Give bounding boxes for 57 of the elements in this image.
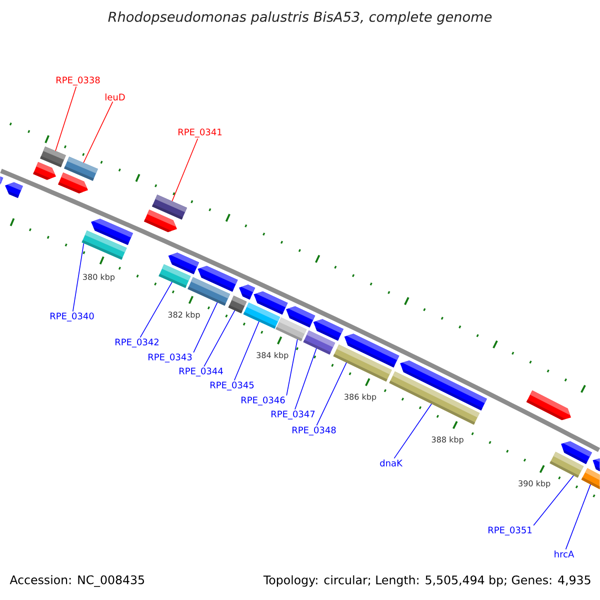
leader-line [55, 86, 77, 152]
leader-line [533, 475, 574, 526]
gene-label: RPE_0341 [178, 128, 222, 138]
gene-box [40, 146, 66, 168]
tick-label: 380 kbp [83, 274, 115, 282]
leader-line [394, 403, 432, 459]
gene-bar [198, 266, 238, 292]
gene-bar [592, 458, 600, 472]
leader-line [172, 138, 198, 202]
title: Rhodopseudomonas palustris BisA53, complete genome [108, 11, 492, 25]
gene-label: RPE_0348 [292, 426, 336, 436]
gene-bar [400, 360, 487, 410]
gene-label: RPE_0340 [50, 312, 94, 322]
footer-text: Topology: circular; Length: 5,505,494 bp; Genes: 4,935 [263, 575, 590, 587]
gene-label: dnaK [380, 460, 403, 466]
gene-bar [239, 284, 256, 300]
gene-bar [33, 162, 56, 180]
gene-box [152, 194, 188, 220]
gene-bar [5, 182, 23, 198]
leader-line [72, 242, 84, 312]
gene-bar [526, 390, 572, 420]
gene-bar [0, 176, 4, 185]
leader-line [204, 310, 236, 367]
gene-label: RPE_0344 [180, 368, 223, 376]
tick-label: 384 kbp [256, 352, 288, 360]
gene-label: RPE_0345 [210, 382, 254, 390]
gene-label: RPE_0342 [116, 338, 158, 348]
gene-bar [91, 218, 133, 245]
gene-label: RPE_0338 [56, 76, 100, 86]
leader-line [316, 362, 347, 426]
gene-box [64, 156, 98, 181]
gene-box [581, 468, 600, 490]
gene-bar [168, 252, 200, 274]
gene-label: hrcA [554, 550, 574, 558]
gene-bar [286, 306, 316, 328]
leader-line [286, 338, 298, 396]
gene-bar [344, 334, 400, 368]
tick-label: 390 kbp [518, 480, 550, 488]
gene-bar [254, 291, 288, 315]
leader-line [83, 101, 114, 164]
tick-label: 382 kbp [168, 312, 200, 320]
gene-box [228, 296, 247, 314]
tick-label: 386 kbp [344, 394, 376, 402]
leader-line [565, 484, 591, 550]
gene-bar [313, 319, 344, 341]
gene-label: RPE_0347 [272, 410, 315, 420]
gene-label: RPE_0343 [148, 354, 192, 362]
gene-label: leuD [106, 94, 125, 100]
gene-bar [561, 441, 592, 464]
leader-line [193, 302, 218, 353]
gene-label: RPE_0346 [242, 396, 285, 406]
gene-label: RPE_0351 [488, 526, 532, 536]
leader-line [140, 282, 172, 338]
leader-line [234, 321, 260, 381]
leader-line [294, 348, 317, 410]
footer-text: Accession: NC_008435 [10, 575, 144, 587]
tick-label: 388 kbp [432, 436, 464, 444]
